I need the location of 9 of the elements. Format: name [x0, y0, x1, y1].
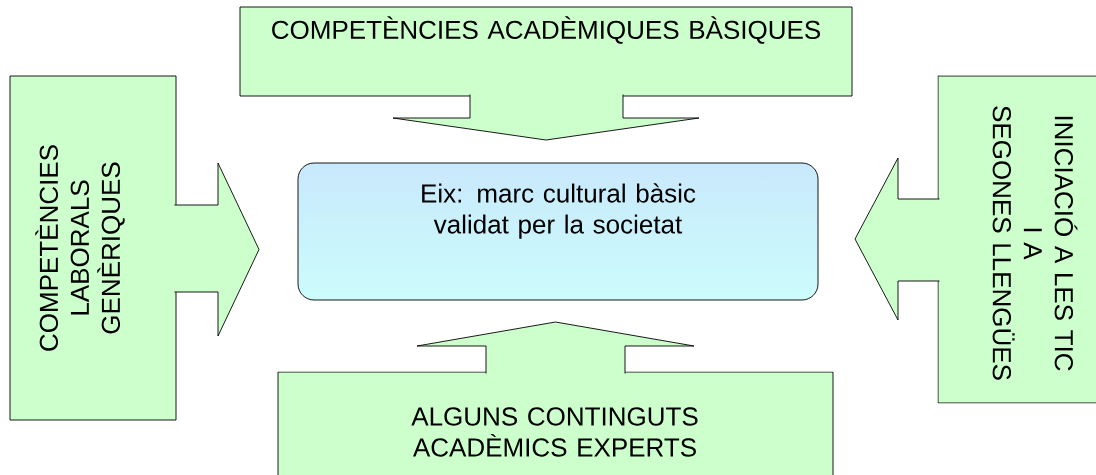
callout-box: COMPETÈNCIES LABORALS GENÈRIQUES: [9, 75, 177, 421]
callout-box: COMPETÈNCIES ACADÈMIQUES BÀSIQUES: [239, 6, 853, 97]
block-arrow: [416, 321, 695, 374]
block-arrow: [174, 162, 260, 337]
block-arrow: [854, 157, 940, 321]
block-arrow: [392, 94, 700, 141]
callout-box: ALGUNS CONTINGUTS ACADÈMICS EXPERTS: [277, 371, 834, 475]
callout-box: INICIACIÓ A LES TIC I A SEGONES LLENGÜES: [937, 75, 1096, 404]
rounded-box: Eix: marc cultural bàsic validat per la societat: [297, 162, 819, 301]
